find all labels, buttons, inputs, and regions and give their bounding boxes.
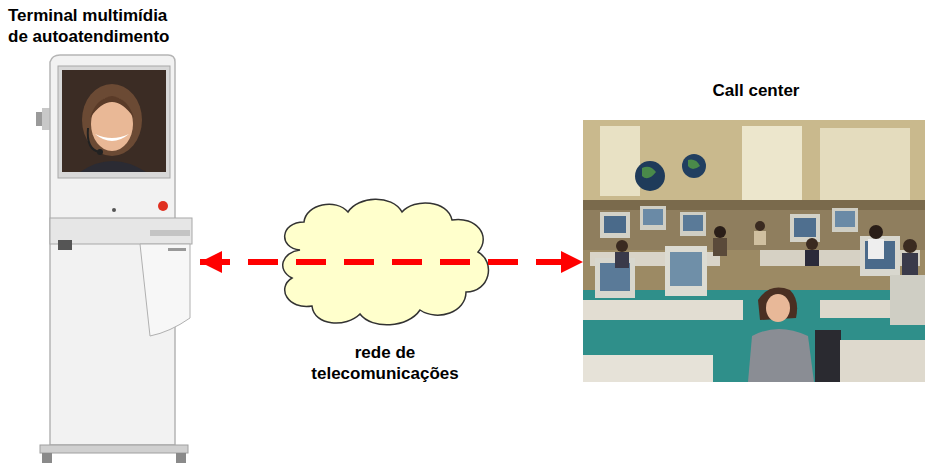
monitor — [790, 214, 820, 242]
call-center-photo — [682, 154, 706, 178]
kiosk-illustration — [112, 208, 116, 212]
people — [616, 240, 628, 252]
people — [755, 221, 765, 231]
call-center-photo — [583, 290, 925, 382]
monitor — [683, 215, 703, 231]
call-center-photo — [583, 120, 925, 382]
monitor — [604, 216, 626, 233]
kiosk-illustration — [80, 161, 146, 172]
monitor — [832, 208, 858, 232]
monitor — [835, 211, 855, 227]
kiosk-illustration — [97, 149, 103, 155]
kiosk-illustration — [91, 97, 133, 151]
kiosk-illustration — [90, 96, 134, 118]
people — [766, 294, 790, 322]
monitor — [860, 236, 900, 276]
kiosk-illustration — [42, 108, 50, 130]
dashed-arrow — [200, 259, 583, 265]
people — [868, 239, 884, 259]
people — [714, 226, 726, 238]
call-center-photo — [688, 160, 700, 169]
people — [713, 238, 727, 256]
people — [902, 253, 918, 275]
network-label: rede de telecomunicações — [300, 342, 470, 384]
kiosk-illustration — [88, 128, 100, 152]
call-center-photo — [583, 300, 743, 320]
kiosk-illustration — [58, 240, 72, 250]
node-heading: Call center — [587, 80, 921, 101]
monitor — [640, 206, 666, 230]
kiosk-illustration — [168, 248, 186, 251]
call-center-photo — [583, 355, 713, 382]
kiosk-illustration — [40, 445, 188, 453]
call-center-photo — [742, 126, 802, 202]
monitor — [670, 252, 702, 286]
kiosk-illustration — [36, 55, 192, 463]
call-center-photo — [840, 340, 925, 382]
monitor — [890, 275, 925, 325]
node-heading: Terminal multimídia de autoatendimento — [5, 5, 188, 47]
call-center-photo — [820, 128, 910, 208]
people — [805, 250, 819, 266]
people — [754, 231, 766, 245]
monitor — [643, 209, 663, 225]
monitor — [665, 246, 707, 296]
monitor — [794, 218, 816, 237]
call-center-photo — [583, 120, 925, 210]
monitor — [680, 212, 706, 236]
call-center-photo — [600, 126, 640, 196]
people — [903, 239, 917, 253]
kiosk-illustration — [176, 453, 186, 463]
kiosk-illustration — [82, 84, 142, 156]
call-center-photo — [583, 120, 925, 382]
monitor — [600, 212, 630, 238]
call-center-photo — [642, 167, 656, 179]
kiosk-node: Terminal multimídia de autoatendimento — [5, 5, 200, 465]
kiosk-illustration — [62, 70, 166, 172]
kiosk-illustration — [158, 201, 168, 211]
call-center-photo — [635, 161, 665, 191]
call-center-node: Call center — [583, 80, 925, 385]
monitor — [595, 206, 925, 325]
people — [869, 225, 883, 239]
people — [615, 252, 629, 268]
kiosk-illustration — [150, 230, 190, 236]
call-center-photo — [583, 200, 925, 210]
people — [748, 329, 814, 382]
kiosk-illustration — [95, 134, 129, 141]
kiosk-illustration — [58, 66, 170, 178]
kiosk-illustration — [140, 244, 190, 336]
people — [806, 238, 818, 250]
people — [815, 330, 841, 382]
kiosk-illustration — [42, 453, 52, 463]
